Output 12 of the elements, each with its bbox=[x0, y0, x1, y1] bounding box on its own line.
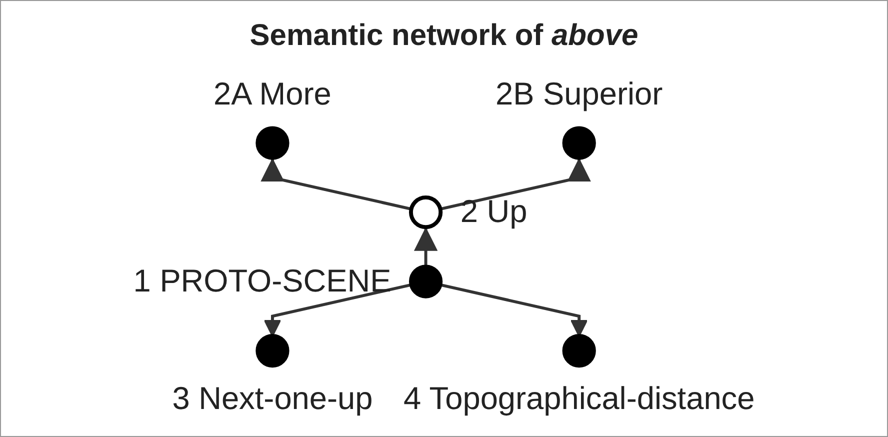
arrow bbox=[440, 158, 591, 210]
title: Semantic network of above bbox=[250, 19, 638, 53]
node-label: 2A More bbox=[214, 75, 332, 112]
arrow bbox=[414, 227, 438, 267]
node-label: 2 Up bbox=[460, 193, 528, 230]
arrow bbox=[264, 283, 412, 337]
node-label: 3 Next-one-up bbox=[172, 380, 373, 416]
node-label: 4 Topographical-distance bbox=[404, 380, 755, 416]
arrow bbox=[260, 158, 412, 210]
node-label: 2B Superior bbox=[496, 75, 663, 112]
arrow bbox=[440, 283, 588, 337]
node-label: 1 PROTO-SCENE bbox=[133, 262, 392, 298]
